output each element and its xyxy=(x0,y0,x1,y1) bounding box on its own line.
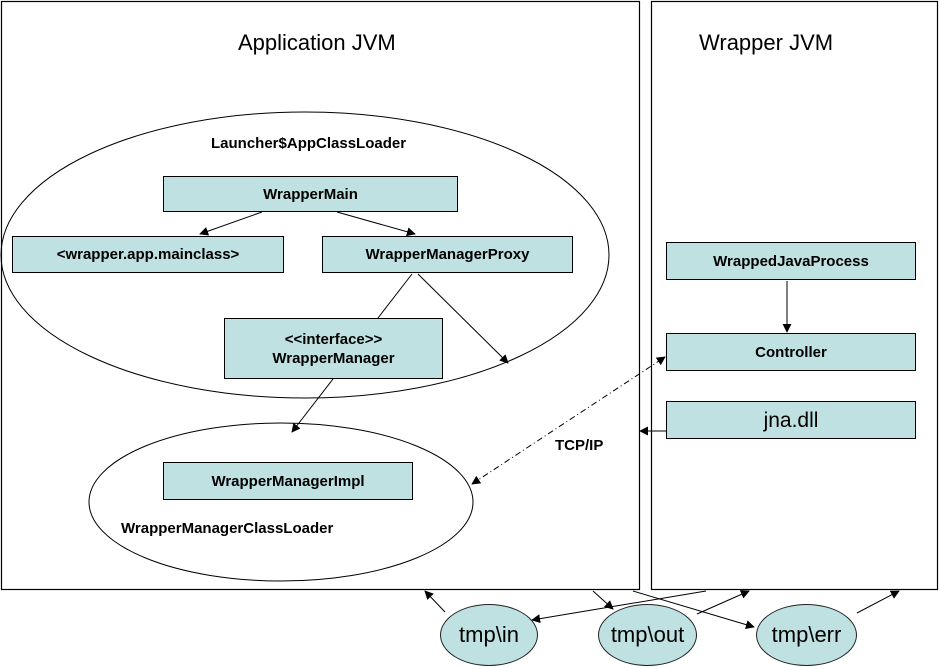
app-classloader-ellipse xyxy=(0,111,610,399)
interface-name: WrapperManager xyxy=(272,349,395,367)
arrow-proxy-to-classloader xyxy=(417,273,509,364)
arrow-wrapper-to-tmpin xyxy=(531,590,707,624)
wrapper-main-box: WrapperMain xyxy=(163,176,458,212)
manager-proxy-box: WrapperManagerProxy xyxy=(322,236,573,273)
application-jvm-title: Application JVM xyxy=(238,30,396,55)
manager-classloader-ellipse xyxy=(88,422,474,582)
tmp-out-oval: tmp\out xyxy=(598,604,697,666)
manager-classloader-label: WrapperManagerClassLoader xyxy=(121,520,334,537)
mainclass-box: <wrapper.app.mainclass> xyxy=(12,236,284,273)
application-jvm-frame xyxy=(0,0,641,591)
manager-impl-box: WrapperManagerImpl xyxy=(163,462,413,500)
tcpip-label: TCP/IP xyxy=(555,437,604,454)
interface-stereotype: <<interface>> xyxy=(284,330,383,348)
arrow-tmperr-to-wrapper xyxy=(856,590,900,614)
arrow-app-to-tmpout xyxy=(592,590,614,610)
wrapper-jvm-frame xyxy=(650,0,939,591)
controller-box: Controller xyxy=(666,333,916,371)
arrow-interface-to-impl xyxy=(291,378,334,433)
tmp-in-oval: tmp\in xyxy=(440,604,538,666)
wrapper-manager-interface-box: <<interface>> WrapperManager xyxy=(224,318,443,379)
app-classloader-label: Launcher$AppClassLoader xyxy=(211,135,407,152)
tcpip-connection xyxy=(471,356,666,485)
arrow-main-to-proxy xyxy=(336,211,416,237)
wrapped-java-process-box: WrappedJavaProcess xyxy=(666,242,916,280)
line-proxy-to-interface xyxy=(377,273,413,319)
tmp-err-oval: tmp\err xyxy=(756,604,857,666)
arrow-tmpin-to-app xyxy=(424,590,446,613)
jna-dll-box: jna.dll xyxy=(666,401,916,439)
arrow-app-to-tmperr xyxy=(632,590,755,630)
wrapper-jvm-title: Wrapper JVM xyxy=(699,30,834,55)
arrow-main-to-mainclass xyxy=(199,211,263,236)
arrow-tmpout-to-wrapper xyxy=(696,590,750,615)
